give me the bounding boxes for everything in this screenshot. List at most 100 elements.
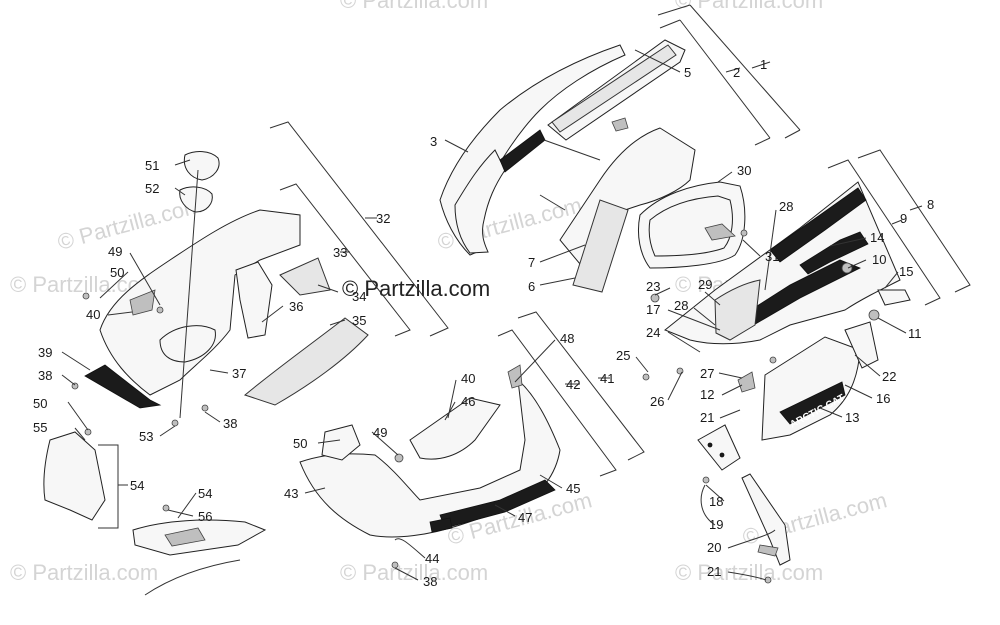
callout-26: 26	[650, 394, 664, 409]
callout-8: 8	[927, 197, 934, 212]
callout-43: 43	[284, 486, 298, 501]
leader-line	[304, 487, 326, 494]
panel-fastener	[868, 309, 880, 321]
lower-trim-strip	[741, 473, 791, 566]
callout-55: 55	[33, 420, 47, 435]
leader-line	[261, 305, 284, 323]
callout-15: 15	[899, 264, 913, 279]
callout-27: 27	[700, 366, 714, 381]
callout-21: 21	[700, 410, 714, 425]
callout-38: 38	[423, 574, 437, 589]
hole	[719, 452, 725, 458]
fastener	[702, 476, 710, 484]
leader-line	[99, 271, 129, 299]
leader-line	[539, 244, 586, 263]
leader-line	[444, 401, 456, 421]
fastener	[394, 453, 404, 463]
windshield-inner	[648, 195, 733, 257]
callout-51: 51	[145, 158, 159, 173]
bracket-line	[827, 159, 941, 306]
leader-line	[742, 239, 761, 257]
leader-line	[634, 49, 681, 73]
callout-18: 18	[709, 494, 723, 509]
leader-line	[667, 309, 721, 331]
belly-pan-assembly	[299, 364, 561, 538]
leader-line	[177, 492, 197, 519]
callout-17: 17	[646, 302, 660, 317]
side-vent-mesh	[714, 279, 761, 341]
callout-14: 14	[870, 230, 884, 245]
trim-bracket	[697, 424, 741, 471]
bracket-line	[909, 205, 923, 211]
callout-3: 3	[430, 134, 437, 149]
right-side-panel-assembly	[664, 181, 911, 345]
callout-labels: 1 2 3 4 5 6 7 8 9 10 11 12 13 14 15 16 1…	[33, 57, 934, 589]
callout-53: 53	[139, 429, 153, 444]
leader-line	[727, 571, 767, 581]
leader-line	[877, 317, 907, 334]
callout-38: 38	[38, 368, 52, 383]
callout-16: 16	[876, 391, 890, 406]
callout-23: 23	[646, 279, 660, 294]
windshield-assembly	[637, 181, 748, 269]
fastener	[201, 404, 209, 412]
leader-line	[174, 187, 186, 196]
callout-5: 5	[684, 65, 691, 80]
callout-47: 47	[518, 510, 532, 525]
side-vent-screen	[572, 199, 629, 293]
fastener	[769, 356, 777, 364]
bracket-line	[98, 444, 119, 529]
fastener	[84, 428, 92, 436]
bracket-line	[891, 219, 903, 225]
callout-50: 50	[33, 396, 47, 411]
callout-4: 4	[532, 132, 539, 147]
callout-7: 7	[528, 255, 535, 270]
leader-line	[394, 567, 419, 581]
callout-56: 56	[198, 509, 212, 524]
belly-pan-clip	[429, 517, 453, 533]
callout-20: 20	[707, 540, 721, 555]
leader-line	[721, 384, 743, 396]
trim-strip-insert	[551, 44, 677, 133]
callout-44: 44	[425, 551, 439, 566]
leader-line	[167, 509, 194, 517]
leader-line	[129, 252, 161, 306]
leader-line	[635, 356, 649, 373]
callout-38: 38	[223, 416, 237, 431]
bracket-line	[517, 311, 645, 461]
belly-pan-bracket	[321, 424, 361, 461]
windshield-bracket	[704, 223, 736, 241]
callout-6: 6	[528, 279, 535, 294]
leader-line	[543, 139, 601, 161]
callout-10: 10	[872, 252, 886, 267]
leader-line	[209, 369, 229, 374]
bracket-line	[657, 4, 691, 16]
leader-line	[829, 237, 867, 247]
leader-line	[854, 354, 881, 377]
leader-line	[705, 484, 725, 502]
callout-37: 37	[232, 366, 246, 381]
fastener	[156, 306, 164, 314]
leader-line	[539, 277, 576, 286]
lower-panel-decal	[779, 381, 846, 425]
leader-line	[444, 139, 469, 153]
callout-28: 28	[779, 199, 793, 214]
belly-pan-tab	[507, 364, 523, 389]
leader-line	[159, 425, 176, 437]
callout-28: 28	[674, 298, 688, 313]
bracket-line	[725, 67, 741, 73]
hole	[707, 442, 713, 448]
callout-11: 11	[908, 326, 922, 341]
bracket-line	[269, 121, 449, 337]
lower-panel-bracket	[737, 371, 756, 393]
bracket-line	[279, 183, 411, 337]
panel-tab	[844, 321, 879, 369]
callout-41: 41	[600, 371, 614, 386]
bracket-line	[857, 149, 971, 293]
leader-line	[514, 339, 556, 383]
leader-line	[667, 371, 683, 401]
leader-line	[884, 271, 899, 289]
bracket-line	[497, 329, 617, 477]
